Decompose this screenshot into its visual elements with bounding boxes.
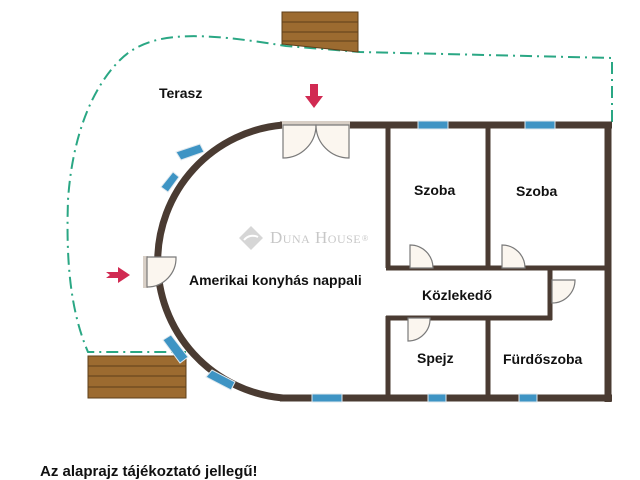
windows	[160, 120, 556, 403]
window-arc-3	[162, 334, 189, 364]
deck-top	[281, 11, 359, 53]
entrance-door-left	[143, 256, 177, 288]
window-nappali-bottom	[311, 393, 343, 403]
window-furdo	[518, 393, 538, 403]
room-label-nappali: Amerikai konyhás nappali	[189, 272, 362, 288]
duna-house-logo-icon	[239, 226, 263, 250]
entrance-door-top	[282, 121, 350, 159]
registered-mark: ®	[362, 233, 369, 243]
door-furdoszoba	[551, 279, 576, 304]
doors	[143, 121, 576, 342]
room-label-szoba-2: Szoba	[516, 183, 558, 199]
arrow-right-icon	[106, 267, 130, 283]
deck-bottom-left	[87, 355, 187, 399]
window-arc-2	[160, 171, 180, 193]
door-szoba2	[501, 244, 526, 269]
room-label-spejz: Spejz	[417, 350, 454, 366]
arrow-down-icon	[305, 84, 323, 108]
window-spejz	[427, 393, 447, 403]
duna-house-watermark: Duna House ®	[238, 225, 368, 251]
window-arc-4	[205, 369, 236, 391]
window-szoba2	[524, 120, 556, 130]
terrace-boundary	[66, 35, 613, 353]
door-spejz	[407, 317, 431, 342]
watermark-brand: Duna House	[270, 228, 362, 247]
room-label-terasz: Terasz	[159, 85, 203, 101]
room-label-furdoszoba: Fürdőszoba	[503, 351, 583, 367]
window-arc-1	[175, 143, 205, 161]
room-label-szoba-1: Szoba	[414, 182, 456, 198]
door-szoba1	[409, 244, 434, 269]
disclaimer-text: Az alaprajz tájékoztató jellegű!	[40, 463, 258, 480]
room-label-kozlekedo: Közlekedő	[422, 287, 493, 303]
window-szoba1	[417, 120, 449, 130]
entrance-arrows	[106, 84, 323, 283]
